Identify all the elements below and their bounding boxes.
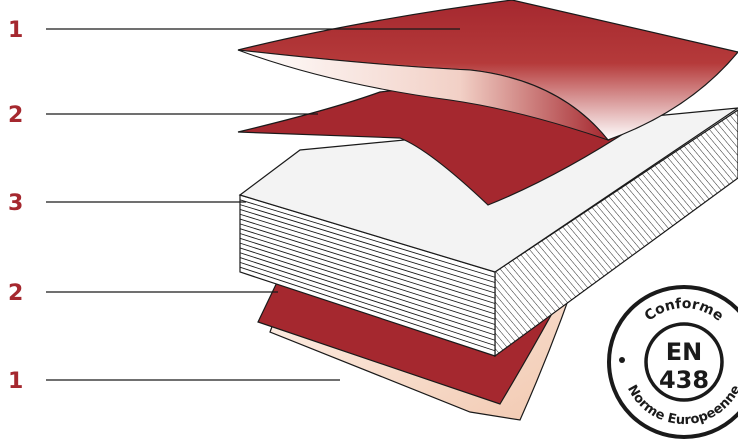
en438-badge: Conforme Norme Europeenne EN 438 — [609, 287, 738, 437]
layer-number-4: 2 — [8, 281, 23, 306]
badge-line2: 438 — [659, 366, 709, 394]
layer-number-1: 1 — [8, 18, 23, 43]
layer-number-3: 3 — [8, 191, 23, 216]
badge-line1: EN — [666, 338, 702, 366]
badge-dot-left — [619, 357, 625, 363]
layer-number-2: 2 — [8, 103, 23, 128]
layer-number-5: 1 — [8, 369, 23, 394]
